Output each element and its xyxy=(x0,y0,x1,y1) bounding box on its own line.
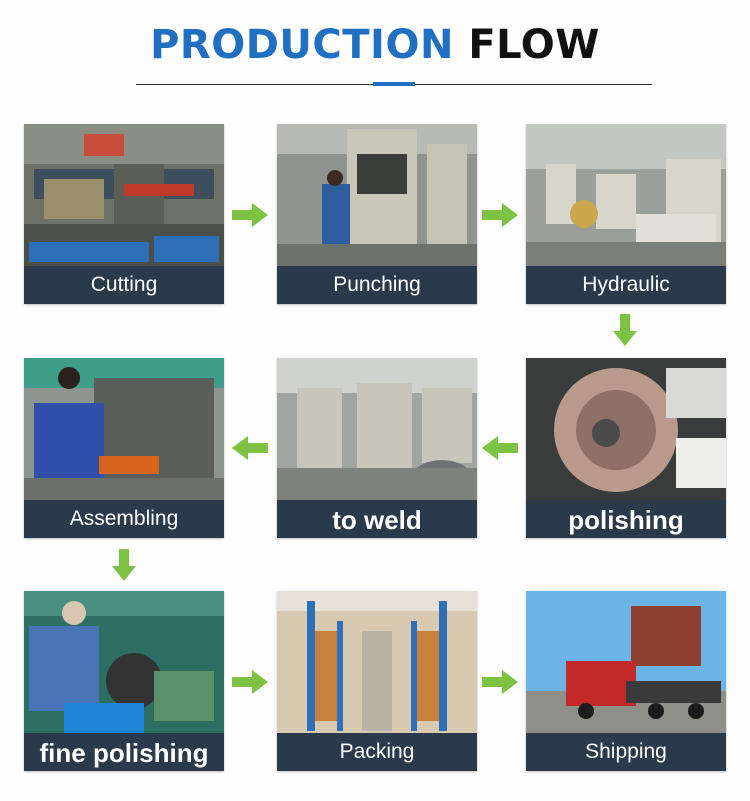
punching-photo xyxy=(277,124,477,266)
arrow-right-icon xyxy=(232,670,268,694)
arrow-down-icon xyxy=(112,549,136,581)
step-label: Cutting xyxy=(24,266,224,304)
packing-photo xyxy=(277,591,477,733)
arrow-left-icon xyxy=(232,436,268,460)
page-title: PRODUCTION FLOW xyxy=(0,22,750,68)
shipping-photo xyxy=(526,591,726,733)
assembling-photo xyxy=(24,358,224,500)
hydraulic-photo xyxy=(526,124,726,266)
step-label: to weld xyxy=(277,500,477,538)
arrow-right-icon xyxy=(482,203,518,227)
step-card-punching: Punching xyxy=(277,124,477,304)
step-card-fine-polishing: fine polishing xyxy=(24,591,224,771)
step-card-shipping: Shipping xyxy=(526,591,726,771)
step-label: Shipping xyxy=(526,733,726,771)
step-label: Punching xyxy=(277,266,477,304)
step-label: Hydraulic xyxy=(526,266,726,304)
arrow-right-icon xyxy=(232,203,268,227)
step-card-assembling: Assembling xyxy=(24,358,224,538)
step-label: fine polishing xyxy=(24,733,224,771)
step-card-cutting: Cutting xyxy=(24,124,224,304)
step-card-hydraulic: Hydraulic xyxy=(526,124,726,304)
cutting-photo xyxy=(24,124,224,266)
title-rest: FLOW xyxy=(468,22,600,68)
fine-polishing-photo xyxy=(24,591,224,733)
title-divider-accent xyxy=(373,82,415,86)
title-highlight: PRODUCTION xyxy=(150,22,454,68)
arrow-left-icon xyxy=(482,436,518,460)
step-label: polishing xyxy=(526,500,726,538)
arrow-right-icon xyxy=(482,670,518,694)
step-label: Packing xyxy=(277,733,477,771)
to-weld-photo xyxy=(277,358,477,500)
polishing-photo xyxy=(526,358,726,500)
step-card-packing: Packing xyxy=(277,591,477,771)
step-label: Assembling xyxy=(24,500,224,538)
step-card-polishing: polishing xyxy=(526,358,726,538)
arrow-down-icon xyxy=(613,314,637,346)
step-card-to-weld: to weld xyxy=(277,358,477,538)
